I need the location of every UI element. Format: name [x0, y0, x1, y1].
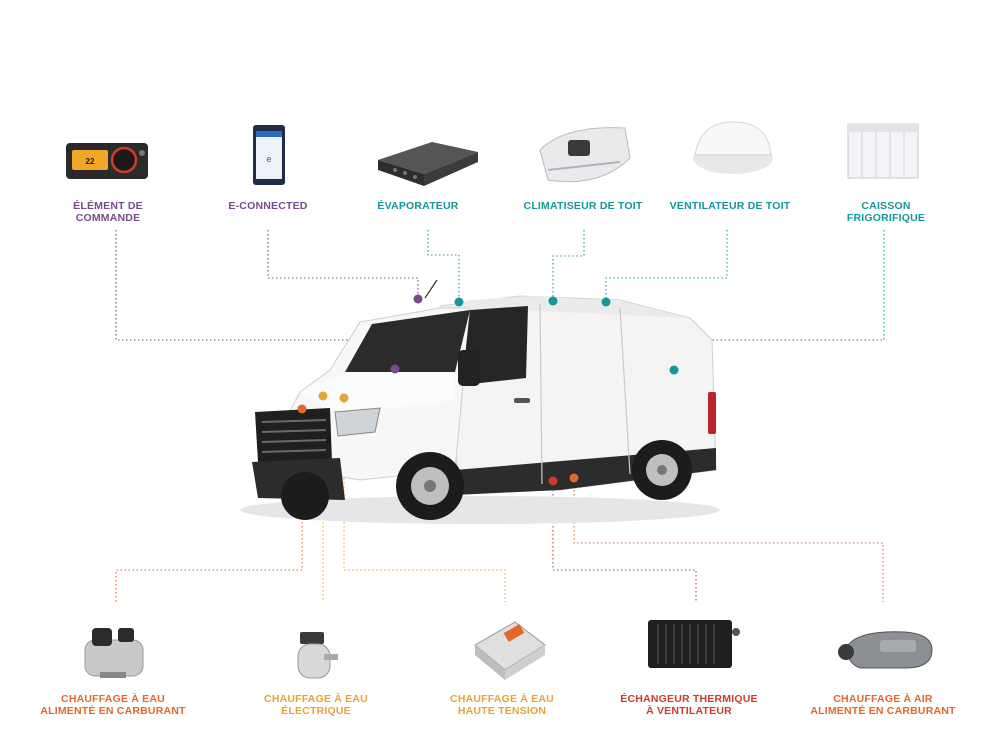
dot-econnected — [413, 294, 423, 304]
label-evaporateur-line1: ÉVAPORATEUR — [377, 200, 459, 212]
high-voltage-heater-icon — [474, 621, 546, 680]
dot-eau-carburant — [297, 404, 307, 414]
connector-air-carburant — [573, 478, 884, 602]
refrigerated-box-icon — [847, 123, 919, 179]
label-eau-electrique: CHAUFFAGE À EAU ÉLECTRIQUE — [236, 693, 396, 717]
roof-ventilator-icon — [693, 121, 773, 174]
dot-air-carburant — [569, 473, 579, 483]
label-caisson: CAISSON FRIGORIFIQUE — [806, 200, 966, 224]
dot-ventilateur — [601, 297, 611, 307]
label-echangeur-line1: ÉCHANGEUR THERMIQUE — [620, 693, 758, 705]
label-eau-carburant-line1: CHAUFFAGE À EAU — [61, 693, 165, 705]
dot-control — [390, 364, 400, 374]
label-climatiseur: CLIMATISEUR DE TOIT — [503, 200, 663, 212]
connector-echangeur — [552, 482, 697, 602]
label-eau-ht-line2: HAUTE TENSION — [457, 705, 547, 717]
dot-evaporateur — [454, 297, 464, 307]
label-econnected-line1: E-CONNECTED — [228, 200, 308, 212]
connector-control — [115, 230, 396, 368]
label-eau-ht-line1: CHAUFFAGE À EAU — [450, 693, 554, 705]
label-econnected: E-CONNECTED — [188, 200, 348, 212]
dot-echangeur — [548, 476, 558, 486]
label-air-carburant-line2: ALIMENTÉ EN CARBURANT — [810, 705, 956, 717]
dot-eau-electrique — [318, 391, 328, 401]
van-illustration — [240, 279, 720, 524]
label-ventilateur: VENTILATEUR DE TOIT — [650, 200, 810, 212]
label-caisson-line2: FRIGORIFIQUE — [846, 212, 926, 224]
dot-caisson — [669, 365, 679, 375]
connector-evaporateur — [427, 230, 460, 300]
roof-air-conditioner-icon — [539, 127, 631, 183]
label-climatiseur-line1: CLIMATISEUR DE TOIT — [523, 200, 643, 212]
dot-climatiseur — [548, 296, 558, 306]
connector-econnected — [267, 230, 419, 298]
label-ventilateur-line1: VENTILATEUR DE TOIT — [669, 200, 791, 212]
label-eau-carburant-line2: ALIMENTÉ EN CARBURANT — [40, 705, 186, 717]
connection-dots — [297, 294, 679, 486]
label-eau-carburant: CHAUFFAGE À EAU ALIMENTÉ EN CARBURANT — [33, 693, 193, 717]
control-panel-icon: 22 — [66, 143, 148, 179]
connector-eau-ht — [343, 398, 506, 602]
label-echangeur: ÉCHANGEUR THERMIQUE À VENTILATEUR — [609, 693, 769, 717]
label-control-line2: COMMANDE — [75, 212, 141, 224]
label-evaporateur: ÉVAPORATEUR — [338, 200, 498, 212]
label-eau-electrique-line1: CHAUFFAGE À EAU — [264, 693, 368, 705]
fuel-air-heater-icon — [838, 631, 933, 669]
electric-water-heater-icon — [297, 632, 338, 679]
heat-exchanger-icon — [648, 620, 740, 668]
label-control-line1: ÉLÉMENT DE — [73, 200, 143, 212]
connector-climatiseur — [552, 230, 585, 300]
label-echangeur-line2: À VENTILATEUR — [646, 705, 732, 717]
label-eau-electrique-line2: ÉLECTRIQUE — [281, 705, 351, 717]
connector-ventilateur — [605, 230, 728, 300]
label-eau-ht: CHAUFFAGE À EAU HAUTE TENSION — [422, 693, 582, 717]
dot-eau-ht — [339, 393, 349, 403]
label-control: ÉLÉMENT DE COMMANDE — [28, 200, 188, 224]
smartphone-app-icon: e — [253, 125, 285, 185]
control-display-value: 22 — [86, 157, 95, 166]
evaporator-unit-icon — [378, 142, 478, 186]
label-caisson-line1: CAISSON — [861, 200, 911, 212]
svg-text:e: e — [266, 154, 271, 164]
fuel-water-heater-icon — [84, 628, 144, 678]
label-air-carburant: CHAUFFAGE À AIR ALIMENTÉ EN CARBURANT — [803, 693, 963, 717]
label-air-carburant-line1: CHAUFFAGE À AIR — [833, 693, 933, 705]
